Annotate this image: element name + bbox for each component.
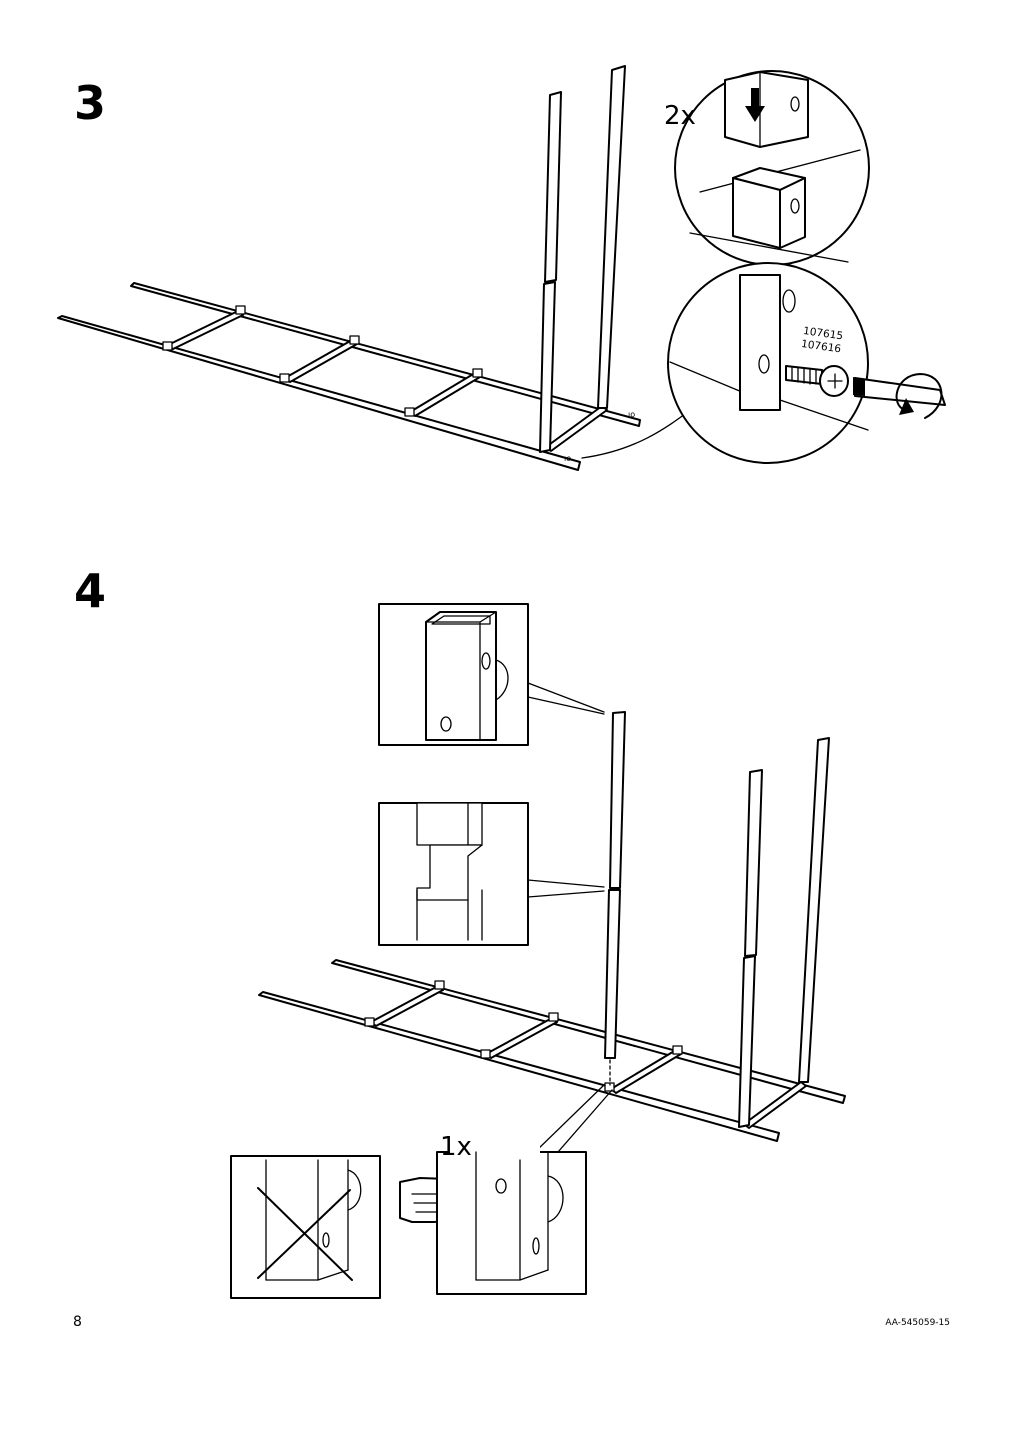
step-number-3: 3 — [74, 76, 107, 130]
step-number-4: 4 — [74, 564, 107, 618]
step4-detail-incorrect — [230, 1155, 381, 1299]
step4-frame-illustration — [258, 682, 846, 1153]
step4-detail-joint — [378, 802, 529, 946]
step4-detail-correct — [436, 1140, 587, 1295]
quantity-label-1x: 1x — [440, 1132, 472, 1162]
svg-text:ıo: ıo — [564, 454, 571, 463]
document-code: AA-545059-15 — [885, 1318, 950, 1328]
page-number: 8 — [73, 1314, 82, 1330]
step3-frame-illustration: ıo ıo — [57, 65, 701, 471]
step3-detail-screw — [667, 262, 946, 464]
quantity-label-2x: 2x — [664, 101, 696, 131]
svg-text:ıo: ıo — [628, 410, 635, 419]
step3-detail-insert — [674, 70, 870, 266]
step4-detail-top — [378, 603, 529, 746]
